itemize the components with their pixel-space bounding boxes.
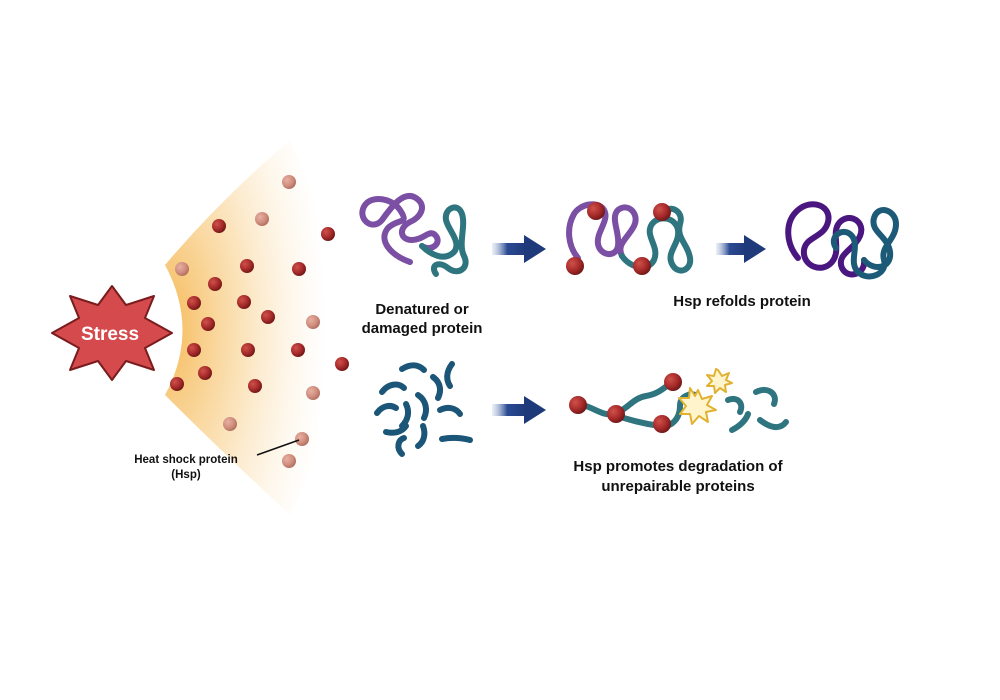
protein-hsp-complex <box>566 201 694 274</box>
hsp-label-line1: Heat shock protein <box>134 454 238 466</box>
hsp-molecule <box>295 432 309 446</box>
hsp-molecule <box>175 262 189 276</box>
degradation-burst-icon <box>678 387 717 425</box>
hsp-molecule <box>282 175 296 189</box>
refolded-protein <box>785 201 899 280</box>
hsp-cluster <box>170 175 349 468</box>
hsp-molecule-bound <box>607 405 625 423</box>
denatured-label-line1: Denatured or <box>375 301 469 318</box>
degradation-label-line2: unrepairable proteins <box>601 478 754 495</box>
hsp-molecule <box>237 295 251 309</box>
hsp-molecule <box>187 296 201 310</box>
hsp-molecule <box>321 227 335 241</box>
hsp-molecule <box>212 219 226 233</box>
degradation-complex <box>575 379 789 433</box>
hsp-molecule <box>306 386 320 400</box>
hsp-molecule <box>292 262 306 276</box>
denatured-label-line2: damaged protein <box>362 320 483 337</box>
hsp-molecule-bound <box>653 415 671 433</box>
hsp-molecule-bound <box>633 257 651 275</box>
hsp-molecule-bound <box>587 202 605 220</box>
right-arrow-icon <box>492 235 546 263</box>
degradation-burst-icon <box>706 368 733 394</box>
hsp-molecule-bound <box>569 396 587 414</box>
hsp-molecule <box>248 379 262 393</box>
hsp-molecule-bound <box>653 203 671 221</box>
hsp-pointer-line <box>256 439 300 456</box>
stress-starburst-icon <box>51 285 173 381</box>
stress-glow-region <box>165 140 335 515</box>
denatured-protein <box>359 193 469 277</box>
stress-label: Stress <box>81 324 139 345</box>
hsp-molecule <box>282 454 296 468</box>
hsp-molecule <box>187 343 201 357</box>
right-arrow-icon <box>716 235 766 263</box>
hsp-label-line2: (Hsp) <box>171 469 201 481</box>
hsp-molecule <box>255 212 269 226</box>
hsp-molecule <box>291 343 305 357</box>
right-arrow-icon <box>492 396 546 424</box>
fragmented-protein <box>374 361 473 457</box>
hsp-molecule <box>240 259 254 273</box>
refolds-label: Hsp refolds protein <box>673 293 811 310</box>
hsp-molecule <box>223 417 237 431</box>
hsp-molecule <box>208 277 222 291</box>
hsp-molecule <box>261 310 275 324</box>
hsp-molecule-bound <box>664 373 682 391</box>
degradation-label-line1: Hsp promotes degradation of <box>573 458 783 475</box>
hsp-molecule <box>335 357 349 371</box>
hsp-molecule <box>198 366 212 380</box>
hsp-molecule <box>306 315 320 329</box>
hsp-molecule <box>241 343 255 357</box>
hsp-molecule <box>201 317 215 331</box>
hsp-molecule <box>170 377 184 391</box>
hsp-molecule-bound <box>566 257 584 275</box>
